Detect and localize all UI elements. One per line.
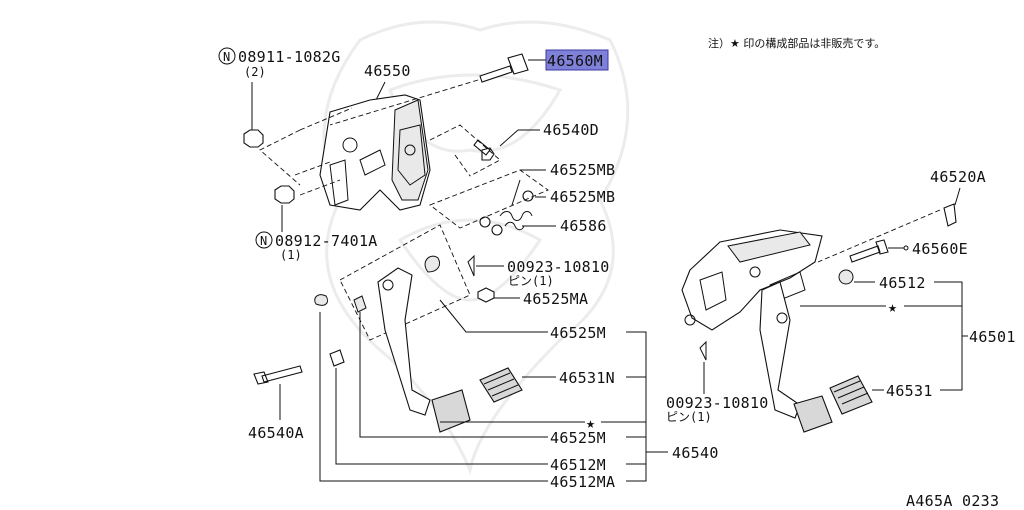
part-46525MB-1[interactable]: 46525MB (550, 161, 615, 179)
pin-2-sub: ピン(1) (666, 410, 712, 424)
nut-b-drawing (274, 185, 295, 204)
part-46540A[interactable]: 46540A (248, 424, 304, 442)
figure-code: A465A 0233 (906, 492, 999, 510)
right-pedal-bracket-drawing (681, 229, 823, 331)
bush-46512M-drawing (329, 349, 345, 367)
pin-1-drawing (467, 254, 475, 277)
bush-46512MA-drawing (314, 294, 329, 306)
part-08912-7401A[interactable]: 08912-7401A (275, 232, 378, 250)
clip-46520A-drawing (943, 203, 957, 227)
nut-a-drawing (243, 129, 264, 148)
bush-ring-drawing (479, 216, 491, 228)
part-08911-1082G[interactable]: 08911-1082G (238, 48, 341, 66)
part-46512[interactable]: 46512 (879, 274, 926, 292)
bolt-46540A-drawing (253, 365, 303, 385)
pad-46531-drawing (829, 375, 873, 415)
nut-a-qty: (2) (244, 65, 266, 79)
part-46520A[interactable]: 46520A (930, 168, 986, 186)
nut-b-label: N 08912-7401A (1) (255, 231, 378, 262)
part-46531N[interactable]: 46531N (559, 369, 615, 387)
right-pedal-arm-drawing (759, 281, 833, 433)
part-46512MA[interactable]: 46512MA (550, 473, 615, 491)
watermark-emblem (322, 20, 630, 476)
nut-a-label: N 08911-1082G (2) (218, 47, 341, 79)
part-00923-10810-1[interactable]: 00923-10810 (507, 258, 610, 276)
spring-drawing (499, 179, 533, 231)
part-46560E[interactable]: 46560E (912, 240, 968, 258)
part-46525MA[interactable]: 46525MA (523, 290, 588, 308)
star-marker-left: ★ (586, 414, 595, 432)
pin-2-drawing (699, 340, 707, 361)
part-46512M[interactable]: 46512M (550, 456, 606, 474)
part-46525MB-2[interactable]: 46525MB (550, 188, 615, 206)
nut-b-qty: (1) (280, 248, 302, 262)
bolt-46540D-drawing (473, 139, 495, 161)
brake-pedal-arm-drawing (377, 255, 471, 433)
part-46550[interactable]: 46550 (364, 62, 411, 80)
highlight-box-46560M (545, 49, 609, 71)
part-46586[interactable]: 46586 (560, 217, 607, 235)
nut-symbol-a: N (223, 50, 230, 64)
part-46501[interactable]: 46501 (969, 328, 1016, 346)
note-text: 注）★ 印の構成部品は非販売です。 (708, 36, 885, 50)
bolt-46560E-drawing (849, 239, 889, 263)
part-46531[interactable]: 46531 (886, 382, 933, 400)
part-46560M[interactable]: 46560M (547, 52, 603, 70)
bush-ma-drawing (477, 287, 495, 303)
bolt-46560M-drawing (479, 53, 529, 83)
bush-46512-drawing (838, 269, 854, 285)
part-46540D[interactable]: 46540D (543, 121, 599, 139)
part-46525M-2[interactable]: 46525M (550, 429, 606, 447)
bush-mb-drawing (522, 190, 534, 202)
nut-symbol-b: N (260, 234, 267, 248)
pedal-bracket-drawing (319, 94, 431, 211)
part-00923-10810-2[interactable]: 00923-10810 (666, 394, 769, 412)
part-46540[interactable]: 46540 (672, 444, 719, 462)
bush-46525M-drawing (353, 295, 367, 313)
pin-1-sub: ピン(1) (508, 274, 554, 288)
part-46525M[interactable]: 46525M (550, 324, 606, 342)
star-marker-right: ★ (888, 298, 897, 316)
